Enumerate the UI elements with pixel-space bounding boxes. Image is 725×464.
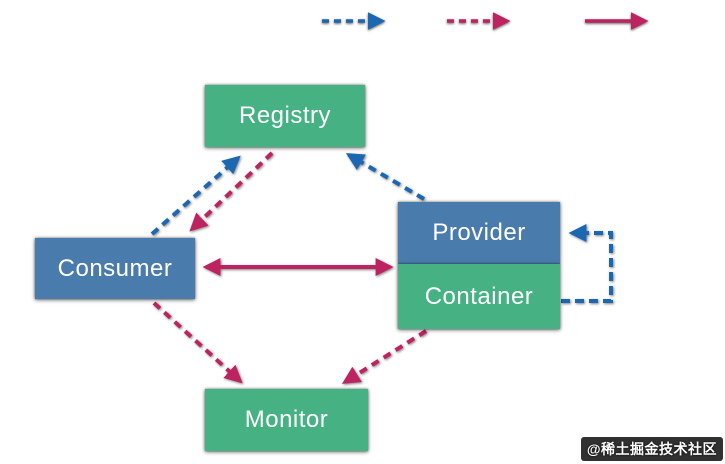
watermark: @稀土掘金技术社区 — [580, 437, 723, 461]
pink-solid-arrow-icon — [585, 12, 649, 30]
node-monitor-label: Monitor — [244, 406, 329, 433]
legend-item-sync — [581, 8, 659, 34]
node-provider-label: Provider — [432, 219, 526, 246]
edge-provider-registry — [345, 153, 426, 201]
node-container: Container — [398, 264, 560, 329]
edge-consumer-monitor — [152, 301, 243, 384]
node-monitor: Monitor — [205, 389, 368, 451]
legend — [0, 8, 725, 34]
legend-item-init — [318, 8, 396, 34]
node-provider: Provider — [398, 202, 560, 264]
node-registry-label: Registry — [238, 102, 332, 129]
edge-registry-consumer — [189, 151, 274, 232]
node-container-label: Container — [424, 282, 534, 310]
pink-dashed-arrow-icon — [447, 12, 511, 30]
node-consumer-label: Consumer — [57, 254, 173, 282]
legend-item-async — [443, 8, 521, 34]
edge-container-provider-loop — [561, 224, 613, 303]
node-consumer: Consumer — [35, 238, 195, 299]
edge-consumer-registry — [150, 155, 241, 236]
blue-dashed-arrow-icon — [322, 12, 386, 30]
node-registry: Registry — [205, 85, 365, 147]
edge-container-monitor — [341, 329, 428, 384]
